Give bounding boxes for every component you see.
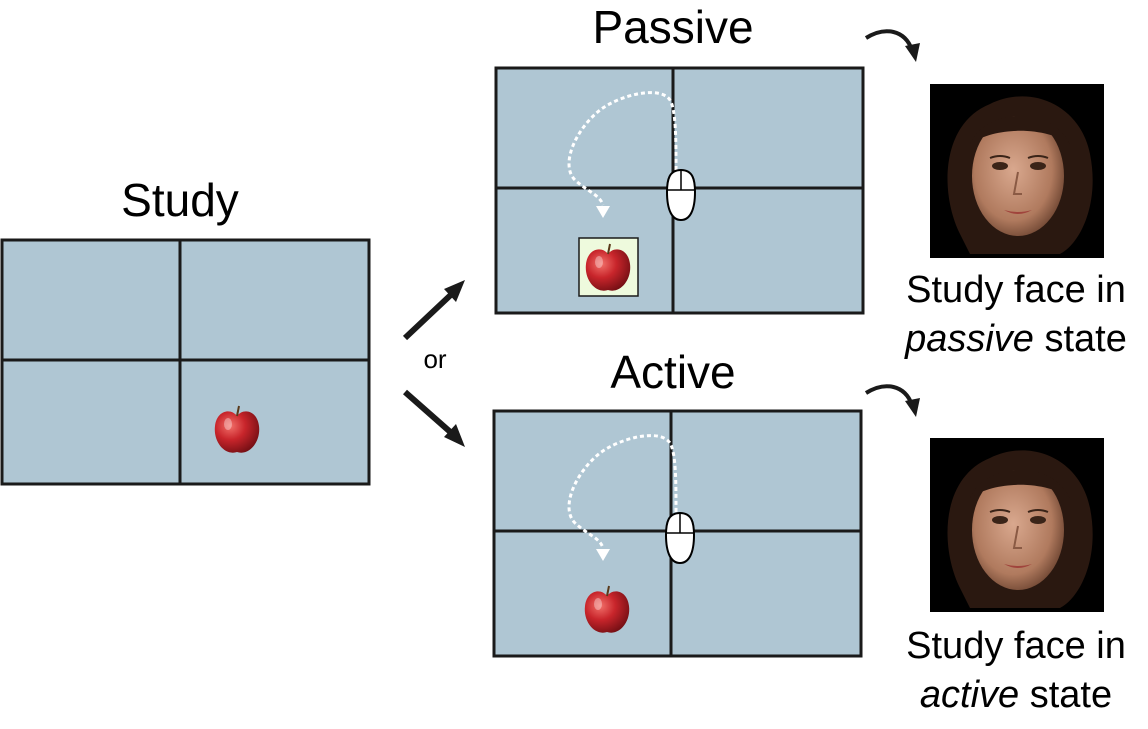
passive-path-arrowhead [596, 206, 610, 218]
study-title: Study [121, 174, 239, 226]
passive-face-photo [929, 83, 1105, 259]
passive-title: Passive [592, 1, 753, 53]
active-path-arrowhead [596, 549, 610, 561]
or-label: or [423, 344, 446, 374]
branch-arrows: or [402, 280, 465, 447]
passive-caption-line1: Study face in [906, 269, 1126, 311]
passive-panel [494, 66, 865, 315]
passive-cursor-path [567, 91, 678, 206]
passive-caption-line2: passive state [904, 318, 1127, 360]
study-panel [0, 238, 371, 486]
active-cursor-path [567, 434, 678, 549]
active-caption-line2: active state [920, 674, 1112, 716]
active-panel [492, 409, 863, 658]
active-curved-arrow [864, 384, 914, 406]
mouse-icon [666, 169, 696, 221]
active-caption-line1: Study face in [906, 625, 1126, 667]
passive-curved-arrow [864, 29, 914, 51]
active-title: Active [610, 346, 735, 398]
mouse-icon [665, 512, 695, 564]
active-face-photo [929, 437, 1105, 613]
